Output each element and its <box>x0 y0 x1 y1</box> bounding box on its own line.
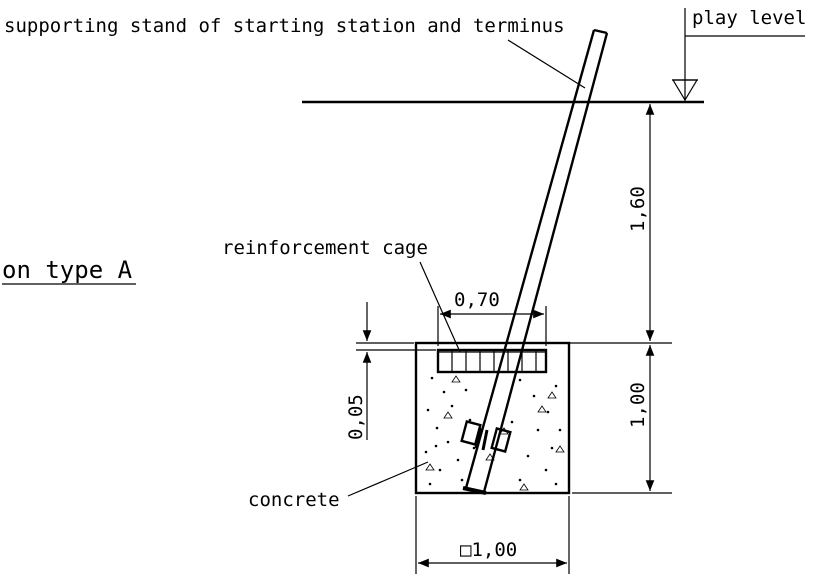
play-level-label: play level <box>692 7 806 29</box>
dimension-cage-width <box>437 306 547 346</box>
dimension-label-1-00-square: □1,00 <box>460 539 517 561</box>
reinforcement-cage-label: reinforcement cage <box>222 237 428 259</box>
concrete-leader <box>347 461 429 497</box>
dimension-label-1-60: 1,60 <box>627 186 649 232</box>
concrete-block <box>414 341 571 495</box>
dimension-label-1-00: 1,00 <box>627 382 649 428</box>
dimension-label-0-05: 0,05 <box>345 394 367 440</box>
anchor-plates <box>460 420 512 453</box>
dimension-label-0-70: 0,70 <box>454 289 500 311</box>
reinforcement-cage-leader <box>419 261 461 353</box>
supporting-stand-leader <box>507 39 586 89</box>
play-level-marker <box>671 8 805 102</box>
supporting-post <box>462 28 609 495</box>
dimension-depth-foundation <box>572 345 672 494</box>
supporting-stand-label: supporting stand of starting station and… <box>4 15 565 37</box>
dimension-depth-above <box>560 101 672 344</box>
concrete-label: concrete <box>248 489 340 511</box>
reinforcement-cage <box>436 348 548 374</box>
concrete-texture <box>424 375 565 491</box>
dimension-cover <box>356 302 436 440</box>
dimension-foundation-width <box>415 496 570 574</box>
foundation-type-label: on type A <box>2 256 133 284</box>
